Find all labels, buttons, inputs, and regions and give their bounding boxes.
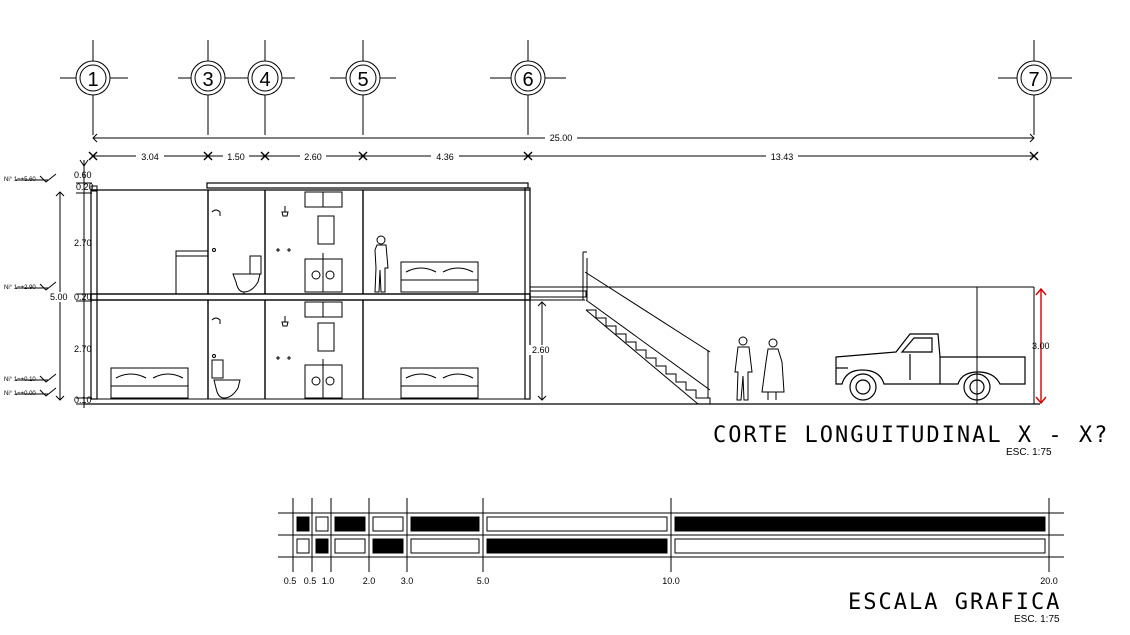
- bathroom-upper: [211, 209, 262, 294]
- person-upper: [374, 235, 389, 293]
- section-scale: ESC. 1:75: [1006, 447, 1052, 458]
- scale-subtitle: ESC. 1:75: [1014, 614, 1060, 625]
- level-0-10: Ni° 1=+0.10: [4, 377, 36, 383]
- axis-1: [60, 40, 128, 135]
- level-5-60: Ni° 1=+5.60: [4, 177, 36, 183]
- corridor-lower-fixtures: [276, 316, 291, 360]
- right-dimension: [1035, 287, 1047, 405]
- dim-total-height: 5.00: [50, 292, 68, 302]
- dim-4-36: 4.36: [436, 152, 454, 162]
- scale-label: 10.0: [662, 576, 680, 586]
- graphic-scale-bar: [278, 498, 1064, 572]
- dim-total: 25.00: [550, 133, 573, 143]
- building-structure: [84, 182, 1040, 405]
- dim-1-50: 1.50: [227, 152, 245, 162]
- level-0-00: Ni° 1=+0.00: [4, 391, 36, 397]
- level-labels: Ni° 1=+5.60 Ni° 1=+2.90 Ni° 1=+0.10 Ni° …: [4, 177, 36, 397]
- scale-label: 2.0: [363, 576, 376, 586]
- dim-bottom-small: 0.10: [74, 395, 92, 405]
- dim-lower-height: 2.70: [74, 344, 92, 354]
- bathroom-lower: [211, 317, 241, 399]
- axis-label-7: 7: [1028, 69, 1039, 91]
- axis-3: [178, 40, 238, 135]
- dim-upper-height: 2.70: [74, 238, 92, 248]
- dim-2-60: 2.60: [304, 152, 322, 162]
- scale-label: 0.5: [284, 576, 297, 586]
- kitchen-upper: [175, 250, 209, 295]
- people-garage: [734, 336, 785, 401]
- dim-garage-height: 2.60: [532, 345, 550, 355]
- scale-label: 0.5: [304, 576, 317, 586]
- scale-labels: 0.5 0.5 1.0 2.0 3.0 5.0 10.0 20.0: [284, 576, 1058, 586]
- staircase: [582, 251, 711, 405]
- axis-4: [235, 40, 295, 135]
- dim-mid-small: 0.20: [74, 292, 92, 302]
- axis-5: [330, 40, 396, 135]
- pickup-truck: [835, 333, 1026, 401]
- wardrobe-lower: [304, 301, 343, 399]
- vertical-dimension-texts: 0.60 0.20 2.70 5.00 0.20 2.70 0.10: [50, 170, 94, 405]
- dim-13-43: 13.43: [771, 152, 794, 162]
- dim-top-small: 0.20: [76, 182, 94, 192]
- bed-upper: [400, 261, 479, 293]
- scale-title: ESCALA GRAFICA: [848, 590, 1061, 615]
- dim-right-height: 3.00: [1032, 341, 1050, 351]
- scale-label: 20.0: [1040, 576, 1058, 586]
- bed-lower-left: [110, 367, 189, 399]
- section-title: CORTE LONGUITUDINAL X - X?: [713, 423, 1109, 448]
- corridor-upper-fixtures: [276, 206, 291, 252]
- bed-lower-right: [400, 367, 479, 399]
- dim-3-04: 3.04: [141, 152, 159, 162]
- axis-label-6: 6: [522, 69, 533, 91]
- axis-6: [490, 40, 566, 135]
- scale-label: 1.0: [322, 576, 335, 586]
- dim-parapet: 0.60: [74, 170, 92, 180]
- horizontal-dimension-texts: 25.00 3.04 1.50 2.60 4.36 13.43: [136, 132, 798, 162]
- axis-7: [998, 40, 1072, 135]
- axis-label-4: 4: [259, 69, 270, 91]
- scale-label: 5.0: [477, 576, 490, 586]
- wardrobe-upper: [304, 191, 343, 293]
- axis-label-5: 5: [357, 69, 368, 91]
- vertical-dimensions: [16, 159, 92, 408]
- grid-axes: [60, 40, 1072, 135]
- axis-label-3: 3: [202, 69, 213, 91]
- level-2-90: Ni° 1=+2.90: [4, 285, 36, 291]
- axis-label-1: 1: [87, 69, 98, 91]
- scale-label: 3.0: [401, 576, 414, 586]
- axis-labels: 1 3 4 5 6 7: [87, 69, 1039, 91]
